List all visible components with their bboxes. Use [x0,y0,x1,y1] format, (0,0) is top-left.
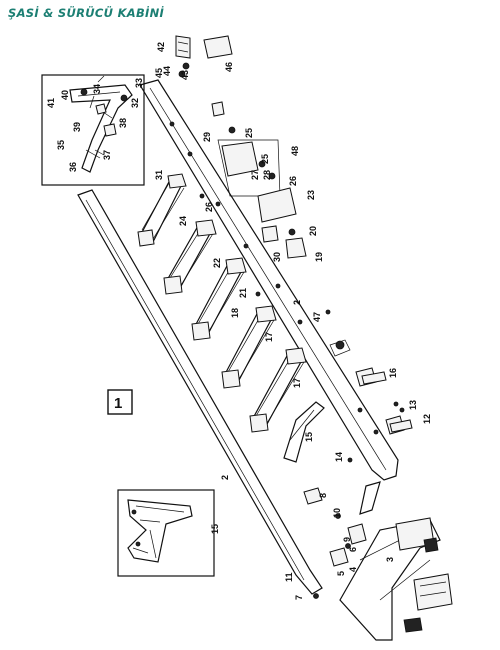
callout-18: 18 [230,308,240,318]
callout-19: 19 [314,252,324,262]
callout-48: 48 [290,146,300,156]
callout-10: 10 [332,508,342,518]
cab-mount-parts [175,35,307,259]
callout-3: 3 [385,557,395,562]
crossmember-18 [191,257,247,341]
callout-31: 31 [154,170,164,180]
callout-44: 44 [162,66,172,76]
callout-28: 28 [262,170,272,180]
callout-11: 11 [284,572,294,582]
callout-27: 27 [250,170,260,180]
callout-39: 39 [72,122,82,132]
callout-8: 8 [318,493,328,498]
callout-46: 46 [224,62,234,72]
callout-21: 21 [238,288,248,298]
chassis-rail-right [139,79,399,481]
callout-15a: 15 [304,432,314,442]
front-lower-assembly [199,193,453,641]
callout-22: 22 [212,258,222,268]
callout-4: 4 [348,567,358,572]
callout-40: 40 [60,90,70,100]
figure-number-box [107,389,133,415]
inset-top-crossmember [41,74,145,186]
callout-26b: 26 [288,176,298,186]
callout-16: 16 [388,368,398,378]
callout-2b: 2 [292,300,302,305]
callout-7: 7 [294,595,304,600]
crossmember-17b [249,347,307,433]
crossmember-24 [137,173,187,247]
callout-43: 43 [180,70,190,80]
callout-30: 30 [272,252,282,262]
callout-labels: 2 2 3 4 5 6 7 8 9 10 11 12 13 14 15 15 1… [46,42,432,600]
crossmember-22 [163,219,217,295]
callout-20: 20 [308,226,318,236]
callout-2a: 2 [220,475,230,480]
inset-bottom-bracket [117,489,215,577]
callout-41: 41 [46,98,56,108]
callout-24: 24 [178,216,188,226]
callout-17b: 17 [292,378,302,388]
callout-25a: 25 [244,128,254,138]
callout-12: 12 [422,414,432,424]
callout-15b: 15 [210,524,220,534]
callout-38: 38 [118,118,128,128]
callout-5: 5 [336,571,346,576]
callout-37: 37 [102,150,112,160]
callout-36: 36 [68,162,78,172]
callout-42: 42 [156,42,166,52]
callout-23: 23 [306,190,316,200]
callout-35: 35 [56,140,66,150]
callout-29: 29 [202,132,212,142]
callout-17a: 17 [264,332,274,342]
callout-47: 47 [312,312,322,322]
callout-45: 45 [154,68,164,78]
mount-parts-right [355,367,413,435]
chassis-rail-left [77,189,323,595]
callout-33: 33 [134,78,144,88]
crossmember-17a [221,305,277,389]
callout-25b: 25 [260,154,270,164]
callout-14: 14 [334,452,344,462]
page-title: ŞASİ & SÜRÜCÜ KABİNİ [8,6,165,20]
figure-number: 1 [114,395,122,412]
callout-32: 32 [130,98,140,108]
callout-26a: 26 [204,202,214,212]
callout-9: 9 [342,537,352,542]
callout-34: 34 [92,84,102,94]
bracket-15 [283,401,325,463]
callout-6: 6 [348,547,358,552]
callout-13: 13 [408,400,418,410]
